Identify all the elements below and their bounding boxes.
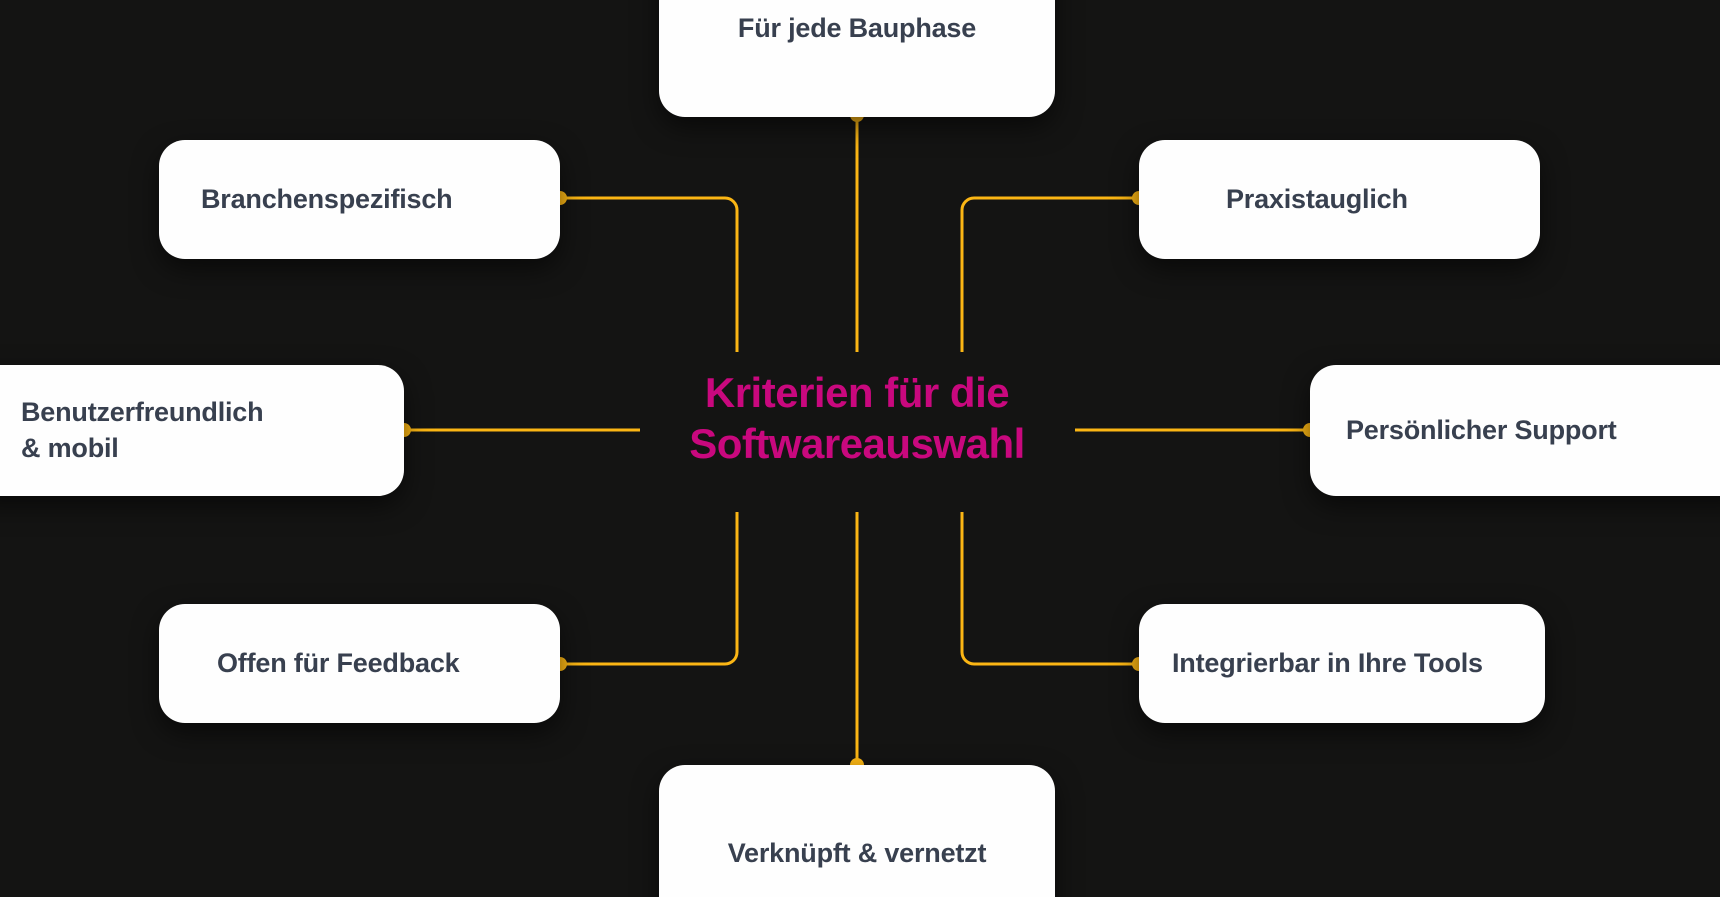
center-title: Kriterien für die Softwareauswahl (689, 369, 1025, 468)
node-praxistauglich[interactable]: Praxistauglich (1139, 140, 1540, 259)
node-label: Offen für Feedback (217, 647, 460, 678)
node-label: Verknüpft & vernetzt (727, 837, 987, 868)
node-persoenlicher-support[interactable]: Persönlicher Support (1310, 365, 1720, 496)
node-integrierbar-in-ihre-tools[interactable]: Integrierbar in Ihre Tools (1139, 604, 1545, 723)
connector-bottom-right (960, 512, 1139, 666)
node-label: Für jede Bauphase (737, 12, 977, 43)
connector-top-right (960, 196, 1139, 352)
connector-bottom-left (560, 512, 739, 666)
connector-top-left (560, 196, 739, 352)
node-benutzerfreundlich-mobil[interactable]: Benutzerfreundlich & mobil (0, 365, 404, 496)
node-label: Branchenspezifisch (201, 183, 453, 214)
node-label: Praxistauglich (1226, 183, 1408, 214)
node-offen-fuer-feedback[interactable]: Offen für Feedback (159, 604, 560, 723)
node-fuer-jede-bauphase[interactable]: Für jede Bauphase (659, 0, 1055, 117)
node-branchenspezifisch[interactable]: Branchenspezifisch (159, 140, 560, 259)
node-label: Benutzerfreundlich & mobil (21, 397, 264, 463)
node-verknuepft-vernetzt[interactable]: Verknüpft & vernetzt (659, 765, 1055, 897)
node-label: Persönlicher Support (1346, 414, 1617, 445)
node-label: Integrierbar in Ihre Tools (1172, 647, 1483, 678)
